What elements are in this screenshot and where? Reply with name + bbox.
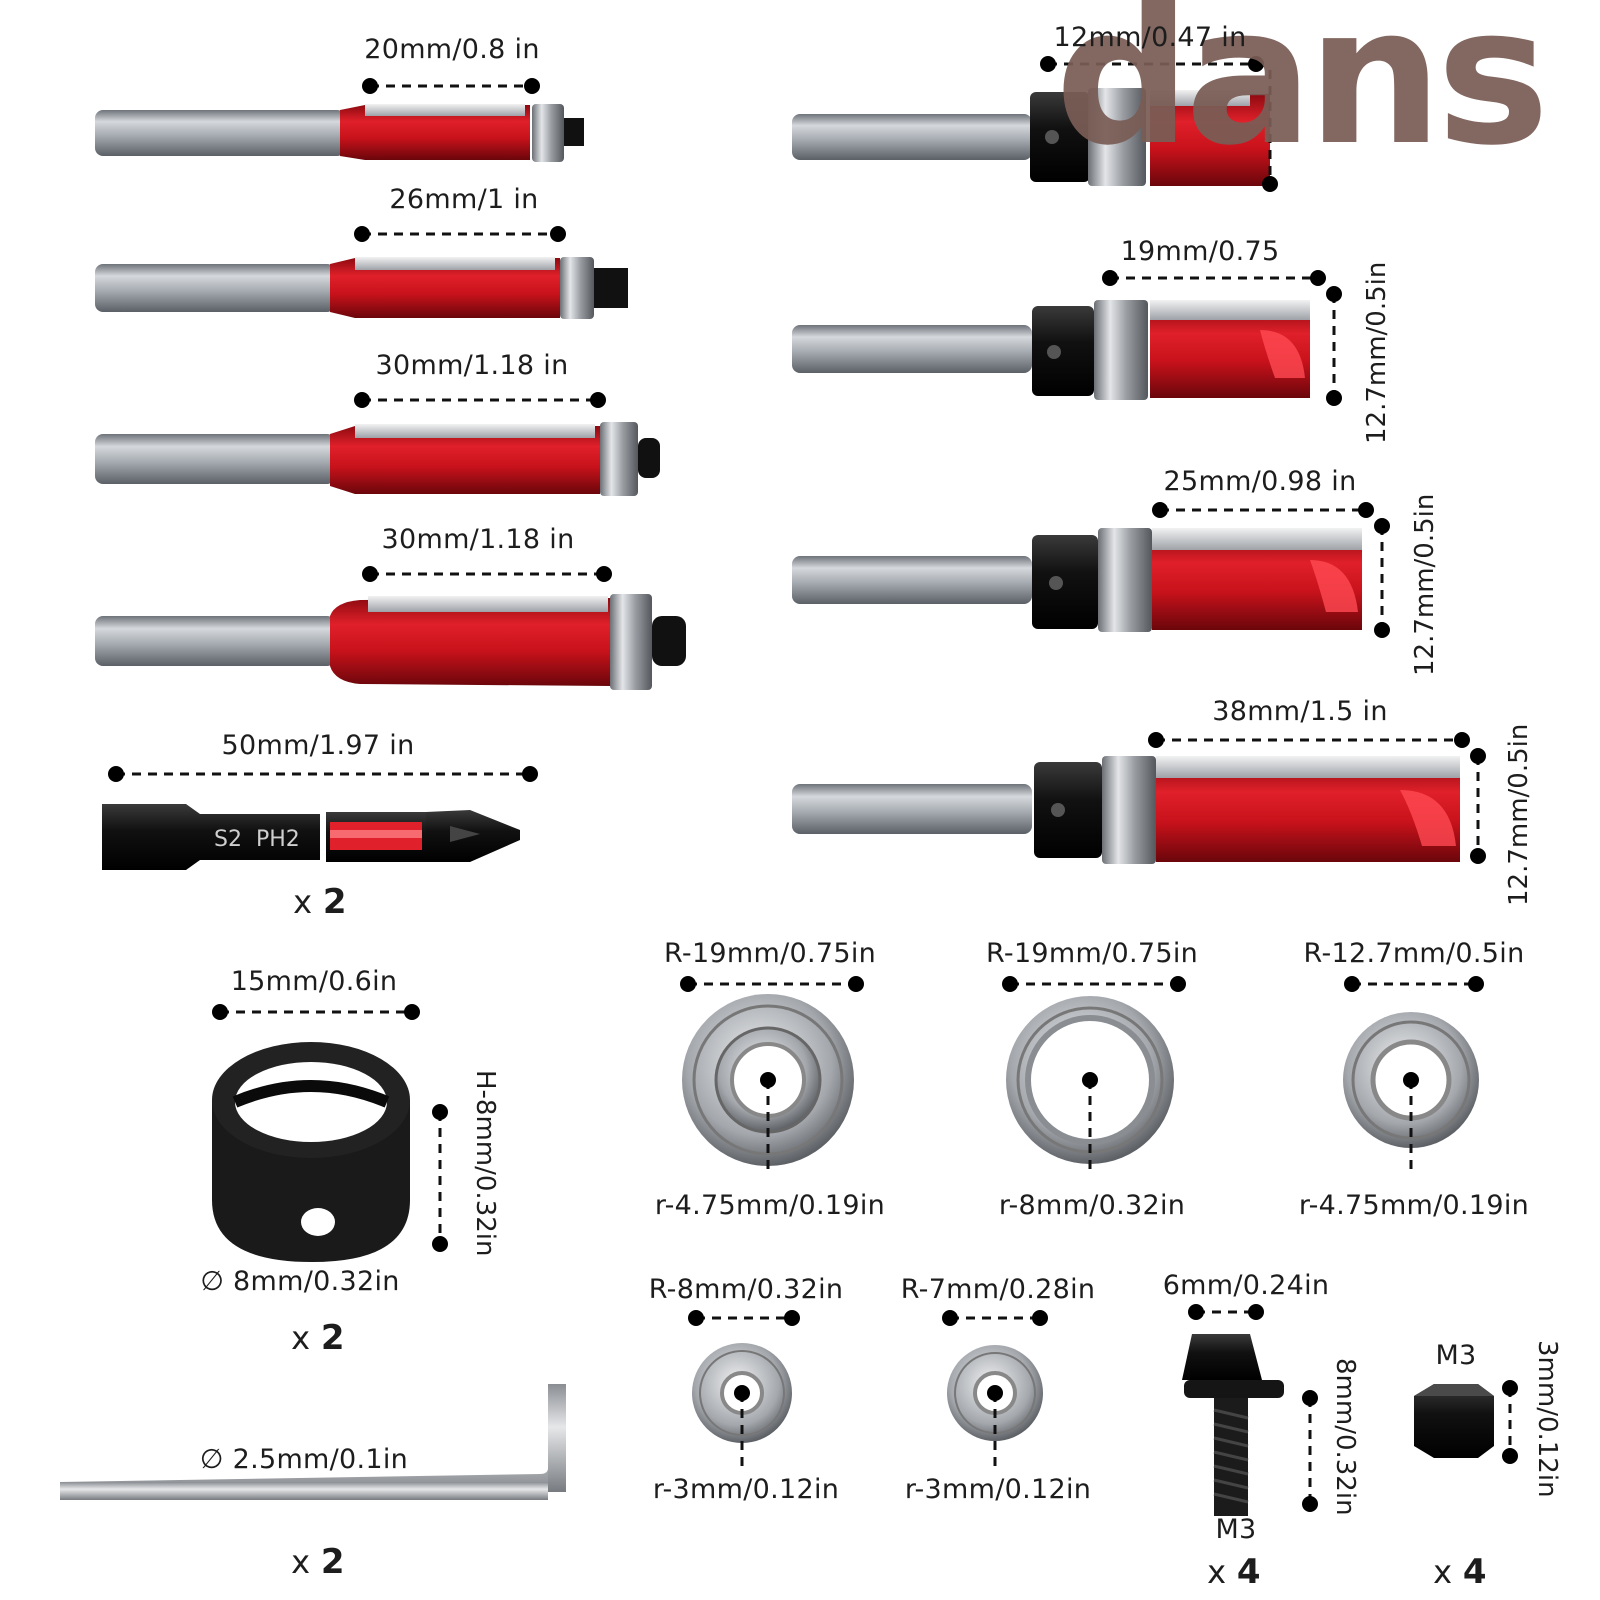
stop-collar (212, 1042, 410, 1262)
screw-thread: M3 (1215, 1514, 1257, 1545)
router-bit-4 (95, 594, 686, 690)
screw-quantity: x 4 (1207, 1552, 1261, 1592)
router-bit-6 (792, 300, 1310, 400)
bit-2-length: 26mm/1 in (389, 184, 539, 215)
bit-7-height: 12.7mm/0.5in (1410, 493, 1440, 676)
router-bit-8 (792, 756, 1460, 864)
bit-6-length: 19mm/0.75 (1120, 236, 1280, 267)
hex-key-diameter: ∅ 2.5mm/0.1in (199, 1444, 409, 1475)
screw-head-width: 6mm/0.24in (1162, 1270, 1330, 1301)
bearing-1-inner: r-4.75mm/0.19in (654, 1190, 886, 1221)
bit-7-length: 25mm/0.98 in (1163, 466, 1357, 497)
router-bit-7 (792, 528, 1362, 632)
bit-marking-s2: S2 (214, 827, 242, 852)
collar-height: H-8mm/0.32in (470, 1070, 500, 1257)
dimension-lines (108, 56, 1518, 1512)
router-bit-5 (792, 88, 1270, 186)
bit-3-length: 30mm/1.18 in (375, 350, 569, 381)
cap-screw (1182, 1334, 1284, 1516)
hex-key (60, 1384, 566, 1500)
hex-nut (1414, 1384, 1494, 1458)
bearing-5-outer: R-7mm/0.28in (900, 1274, 1096, 1305)
bit-marking-ph2: PH2 (256, 827, 300, 852)
router-bit-3 (95, 422, 660, 496)
bearing-5-inner: r-3mm/0.12in (904, 1474, 1092, 1505)
bearing-2-inner: r-8mm/0.32in (998, 1190, 1186, 1221)
nut-height: 3mm/0.12in (1532, 1340, 1562, 1498)
nut-thread: M3 (1435, 1340, 1477, 1371)
screwdriver-bit-quantity: x 2 (293, 882, 347, 922)
bearing-4-outer: R-8mm/0.32in (648, 1274, 844, 1305)
watermark-logo: dans (1055, 0, 1550, 187)
bearing-1-outer: R-19mm/0.75in (663, 938, 877, 969)
bit-8-length: 38mm/1.5 in (1212, 696, 1388, 727)
router-bit-1 (95, 104, 584, 162)
nut-quantity: x 4 (1433, 1552, 1487, 1592)
screw-length: 8mm/0.32in (1330, 1358, 1360, 1516)
bit-8-height: 12.7mm/0.5in (1504, 723, 1534, 906)
bearing-3-outer: R-12.7mm/0.5in (1303, 938, 1525, 969)
collar-quantity: x 2 (291, 1318, 345, 1358)
bearing-3-inner: r-4.75mm/0.19in (1298, 1190, 1530, 1221)
collar-bore: ∅ 8mm/0.32in (200, 1266, 400, 1297)
collar-width: 15mm/0.6in (230, 966, 398, 997)
bearing-4-inner: r-3mm/0.12in (652, 1474, 840, 1505)
screwdriver-bit-length: 50mm/1.97 in (221, 730, 415, 761)
router-bit-2 (95, 257, 628, 319)
bit-1-length: 20mm/0.8 in (364, 34, 540, 65)
hex-key-quantity: x 2 (291, 1542, 345, 1582)
bit-6-height: 12.7mm/0.5in (1362, 261, 1392, 444)
bearing-2-outer: R-19mm/0.75in (985, 938, 1199, 969)
bit-4-length: 30mm/1.18 in (381, 524, 575, 555)
screwdriver-bit (102, 804, 520, 870)
bit-5-length: 12mm/0.47 in (1053, 22, 1247, 53)
